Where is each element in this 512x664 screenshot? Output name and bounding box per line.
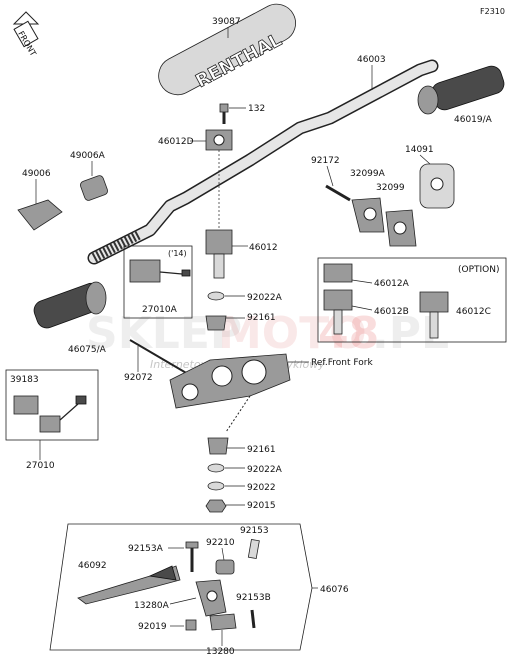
bushing-92161-bottom [207, 437, 229, 455]
bushing-92161-top [205, 315, 227, 331]
label-46012B: 46012B [374, 307, 409, 317]
ref-front-fork: Ref.Front Fork [311, 358, 373, 368]
figure-code: F2310 [480, 7, 505, 16]
label-46092: 46092 [78, 561, 107, 571]
nut-92015 [205, 499, 227, 513]
bolt-92153 [247, 538, 260, 560]
clamp-46012 [205, 229, 233, 279]
perch-13280a [195, 579, 227, 617]
clamp-32099a [351, 197, 385, 233]
grip-right [417, 65, 505, 115]
screw-92172 [325, 184, 351, 202]
label-92022A-top: 92022A [247, 293, 283, 303]
option-label: (OPTION) [458, 265, 500, 275]
lever-46092 [77, 565, 181, 605]
bolt-132 [219, 103, 229, 124]
nut-92019 [185, 619, 197, 631]
label-132: 132 [248, 104, 265, 114]
watermark-c: 48 [318, 308, 379, 359]
label-92153B: 92153B [236, 593, 271, 603]
band-92072 [129, 339, 189, 375]
label-46075A: 46075/A [68, 345, 107, 355]
label-92022A-bot: 92022A [247, 465, 283, 475]
part-49006 [17, 199, 63, 231]
label-14091: 14091 [405, 145, 434, 155]
label-92161-bot: 92161 [247, 445, 276, 455]
label-39183: 39183 [10, 375, 39, 385]
label-46012C: 46012C [456, 307, 491, 317]
box-27010a [123, 245, 193, 319]
label-32099A: 32099A [350, 169, 386, 179]
label-92153A: 92153A [128, 544, 164, 554]
clamp-32099 [385, 209, 417, 247]
label-32099: 32099 [376, 183, 405, 193]
switch-27010 [13, 395, 87, 433]
label-49006A: 49006A [70, 151, 106, 161]
label-27010: 27010 [26, 461, 55, 471]
part-49006a [80, 175, 108, 201]
label-92015: 92015 [247, 501, 276, 511]
clamp-46012b [323, 289, 353, 335]
label-92210: 92210 [206, 538, 235, 548]
label-39087: 39087 [212, 17, 241, 27]
triple-clamp [169, 353, 291, 433]
label-46076: 46076 [320, 585, 349, 595]
label-92161-top: 92161 [247, 313, 276, 323]
label-46019A: 46019/A [454, 115, 493, 125]
bolt-92153a [185, 541, 199, 572]
clamp-46012c [419, 291, 449, 339]
label-92153: 92153 [240, 526, 269, 536]
label-92072: 92072 [124, 373, 153, 383]
bushing-92210 [215, 559, 235, 575]
label-13280A: 13280A [134, 601, 170, 611]
washer-92022a-top [207, 291, 225, 301]
washer-92022a-bottom [207, 463, 225, 473]
label-27010A: 27010A [142, 305, 178, 315]
label-13280: 13280 [206, 647, 235, 657]
year-label: ('14) [168, 249, 187, 258]
label-46012A: 46012A [374, 279, 410, 289]
label-49006: 49006 [22, 169, 51, 179]
label-46012: 46012 [249, 243, 278, 253]
lever-box [49, 523, 313, 651]
clamp-13280 [209, 613, 237, 631]
front-arrow-icon [12, 11, 40, 48]
clamp-46012a [323, 263, 353, 283]
option-box [317, 257, 507, 343]
label-92019: 92019 [138, 622, 167, 632]
box-27010 [5, 369, 99, 441]
handlebar-pad: RENTHAL [158, 3, 296, 96]
throttle-cover-14091 [419, 163, 455, 209]
switch-27010a [129, 259, 191, 283]
washer-92022 [207, 481, 225, 491]
clamp-46012d [205, 129, 233, 151]
label-92172: 92172 [311, 156, 340, 166]
label-46003: 46003 [357, 55, 386, 65]
handlebar [87, 59, 439, 265]
grip-left [33, 281, 107, 329]
label-92022: 92022 [247, 483, 276, 493]
bolt-92153b [250, 609, 256, 629]
label-46012D: 46012D [158, 137, 194, 147]
